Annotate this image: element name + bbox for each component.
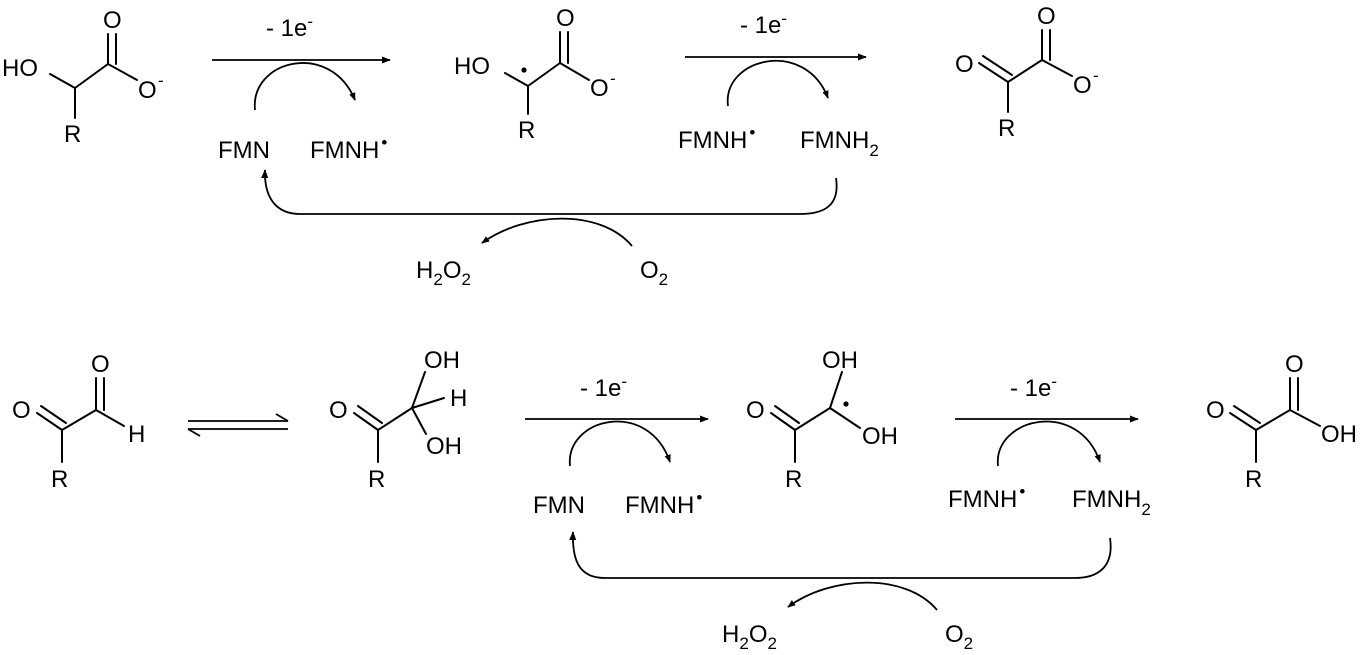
bottom-oxidation-arrow-1: - 1e- FMN FMNH• — [525, 372, 709, 519]
fmnh-radical-label: FMNH• — [310, 133, 387, 164]
hydrogen-peroxide-label: H2O2 — [722, 621, 777, 653]
carbonyl-oxygen-label: O — [1037, 3, 1056, 30]
top-oxidation-arrow-1: - 1e- FMN FMNH• — [212, 12, 391, 164]
r-group-label: R — [998, 115, 1015, 142]
hydroxyl-label: HO — [454, 53, 490, 80]
electron-loss-label: - 1e- — [740, 9, 787, 39]
top-fmn-regeneration-loop: H2O2 O2 — [261, 169, 838, 289]
electron-loss-label: - 1e- — [1010, 372, 1057, 402]
carboxylate-oxygen-label: O — [138, 77, 157, 104]
radical-dot — [521, 67, 527, 73]
r-group-label: R — [51, 466, 68, 493]
ketone-oxygen-label: O — [955, 51, 974, 78]
fmnh-radical-label: FMNH• — [678, 123, 755, 154]
bottom-keto-acid-structure: O O OH R — [1206, 351, 1357, 493]
oxygen-label: O2 — [945, 621, 973, 653]
oxygen-label: O2 — [640, 257, 668, 289]
ketone-oxygen-label: O — [1206, 397, 1225, 424]
top-pathway: HO O O - R - 1e- FMN FMNH• HO O O - — [2, 3, 1099, 289]
ketone-oxygen-label: O — [329, 397, 348, 424]
bottom-oxidation-arrow-2: - 1e- FMNH• FMNH2 — [948, 372, 1151, 519]
hydrogen-label: H — [450, 385, 467, 412]
radical-dot — [843, 401, 849, 407]
ketone-oxygen-label: O — [746, 397, 765, 424]
negative-charge: - — [158, 71, 164, 90]
top-hydroxy-acid-structure: HO O O - R — [2, 7, 164, 148]
aldehyde-oxygen-label: O — [91, 351, 110, 378]
r-group-label: R — [368, 466, 385, 493]
electron-loss-label: - 1e- — [266, 12, 313, 42]
bottom-pathway: O O H R O OH H OH R — [12, 347, 1357, 653]
hydroxyl-top-label: OH — [424, 347, 460, 374]
top-radical-intermediate-structure: HO O O - R — [454, 5, 616, 144]
carboxylate-oxygen-label: O — [590, 75, 609, 102]
r-group-label: R — [785, 466, 802, 493]
hydration-equilibrium-arrows — [187, 413, 289, 437]
carboxylic-hydroxyl-label: OH — [1321, 421, 1357, 448]
top-keto-acid-structure: O O O - R — [955, 3, 1099, 142]
hydroxyl-top-label: OH — [822, 347, 858, 374]
bottom-fmn-regeneration-loop: H2O2 O2 — [569, 531, 1112, 653]
hydroxyl-label: HO — [2, 55, 38, 82]
r-group-label: R — [64, 121, 81, 148]
bottom-hydrate-structure: O OH H OH R — [329, 347, 467, 493]
bottom-radical-intermediate-structure: O OH OH R — [746, 347, 898, 493]
hydroxyl-bottom-label: OH — [426, 433, 462, 460]
fmnh2-label: FMNH2 — [800, 127, 879, 160]
bottom-ketoaldehyde-structure: O O H R — [12, 351, 145, 493]
fmn-label: FMN — [533, 492, 585, 519]
fmnh-radical-label: FMNH• — [948, 482, 1025, 513]
fmnh-radical-label: FMNH• — [625, 488, 702, 519]
top-oxidation-arrow-2: - 1e- FMNH• FMNH2 — [678, 9, 879, 160]
negative-charge: - — [610, 69, 616, 88]
negative-charge: - — [1093, 66, 1099, 85]
fmnh2-label: FMNH2 — [1072, 486, 1151, 519]
aldehyde-hydrogen-label: H — [128, 421, 145, 448]
carboxylate-oxygen-label: O — [1073, 72, 1092, 99]
carbonyl-oxygen-label: O — [1285, 351, 1304, 378]
r-group-label: R — [518, 117, 535, 144]
carbonyl-oxygen-label: O — [103, 7, 122, 34]
fmn-label: FMN — [218, 137, 270, 164]
r-group-label: R — [1245, 466, 1262, 493]
ketone-oxygen-label: O — [12, 397, 31, 424]
hydrogen-peroxide-label: H2O2 — [416, 257, 471, 289]
carbonyl-oxygen-label: O — [556, 5, 575, 32]
electron-loss-label: - 1e- — [580, 372, 627, 402]
hydroxyl-bottom-label: OH — [862, 423, 898, 450]
